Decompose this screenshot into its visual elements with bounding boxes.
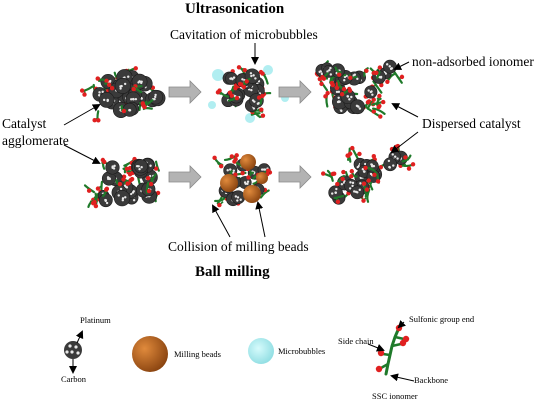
catalyst-agglomerate-label-line1: Catalyst [2, 116, 47, 131]
arrow-agglomerate-top [63, 104, 101, 126]
legend-sulfonic-label: Sulfonic group end [409, 314, 475, 324]
arrow-dispersed-top [391, 103, 419, 118]
legend-microbubble [248, 338, 274, 364]
milling-bead-4 [256, 172, 268, 184]
legend-carbon-label: Carbon [61, 374, 87, 384]
legend-ssc-ionomer-label: SSC ionomer [372, 391, 418, 401]
legend-platinum-label: Platinum [80, 315, 111, 325]
dispersed-bottom-a [320, 145, 388, 205]
process-arrow-bottom-2 [278, 165, 312, 189]
microbubble-5 [208, 101, 216, 109]
ball-milling-title: Ball milling [195, 264, 270, 280]
agglomerate-bottom [93, 156, 161, 209]
agglomerate-top [79, 66, 166, 123]
sonication-cluster [215, 65, 272, 119]
agglomerate-bottom-tail [83, 184, 113, 208]
legend-milling-beads-label: Milling beads [174, 349, 221, 359]
arrow-collision-left [212, 204, 231, 238]
legend-microbubbles-label: Microbubbles [278, 346, 326, 356]
milling-bead-1 [240, 154, 256, 170]
process-arrows [168, 80, 312, 189]
arrow-non-adsorbed [393, 61, 410, 70]
milling-bead-3 [243, 185, 261, 203]
legend-carbon-particle [64, 330, 84, 374]
dispersed-top-b [314, 60, 345, 88]
callout-arrows [63, 43, 419, 238]
catalyst-clusters-layer [79, 59, 416, 209]
dispersed-catalyst-label: Dispersed catalyst [422, 116, 521, 131]
ultrasonication-title: Ultrasonication [185, 1, 285, 17]
microbubble-2 [263, 65, 273, 75]
legend-ssc-ionomer [367, 319, 415, 382]
non-adsorbed-ionomer-label: non-adsorbed ionomer [412, 54, 534, 69]
legend-side-chain-label: Side chain [338, 336, 374, 346]
dispersed-top-c [369, 59, 405, 88]
microbubble-1 [212, 69, 224, 81]
legend-milling-bead [132, 336, 168, 372]
process-arrow-top-1 [168, 80, 202, 104]
arrow-collision-right [255, 201, 266, 238]
process-arrow-top-2 [278, 80, 312, 104]
dispersed-bottom-b [383, 143, 416, 172]
legend-artwork [64, 319, 415, 382]
arrow-agglomerate-bottom [63, 144, 101, 164]
milling-beads-layer [220, 154, 268, 203]
arrow-dispersed-bottom [390, 131, 419, 154]
dispersed-top-a [317, 67, 386, 119]
milling-bead-2 [220, 174, 238, 192]
cavitation-label: Cavitation of microbubbles [170, 27, 318, 42]
collision-label: Collision of milling beads [168, 239, 309, 254]
process-arrow-bottom-1 [168, 165, 202, 189]
legend-backbone-label: Backbone [414, 375, 448, 385]
catalyst-agglomerate-label-line2: agglomerate [2, 133, 69, 148]
